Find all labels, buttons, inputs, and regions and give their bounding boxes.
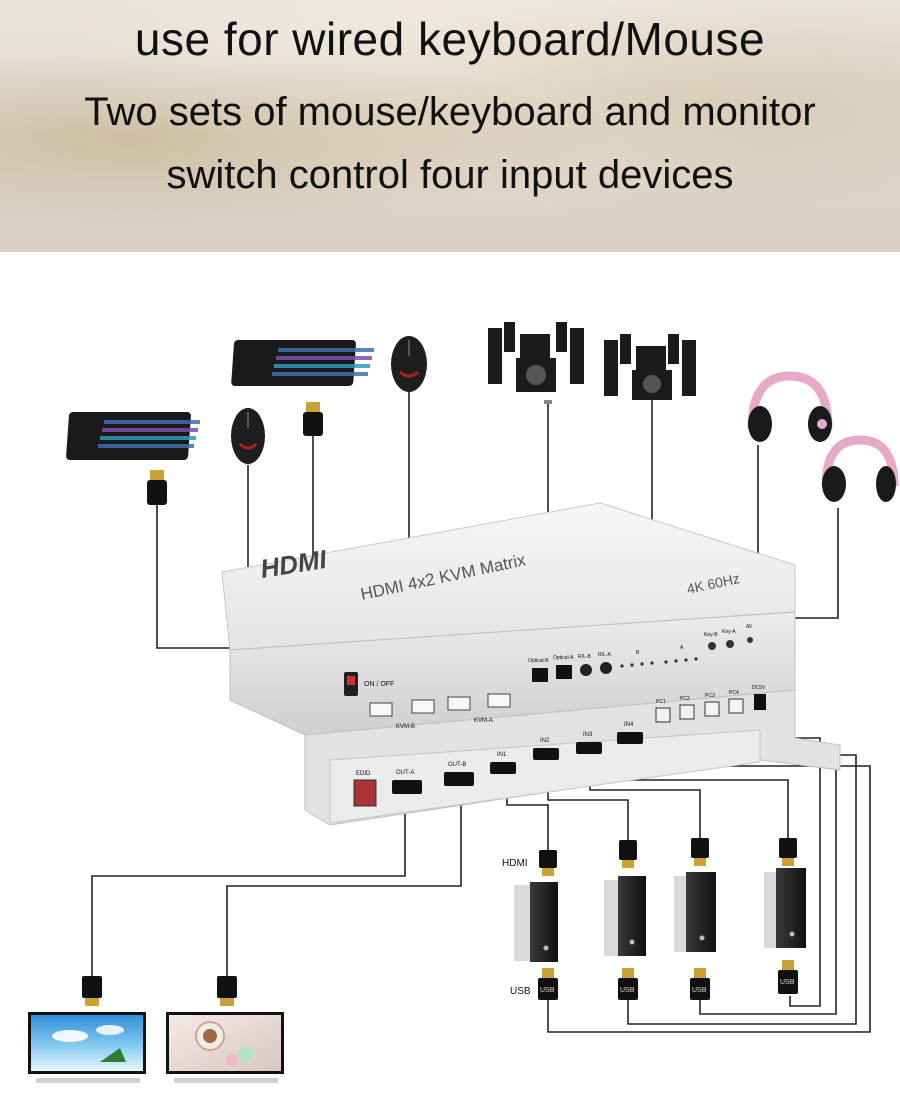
in4-label: IN4 — [624, 722, 634, 728]
kvm-matrix-device: HDMI HDMI 4x2 KVM Matrix 4K 60Hz ON / OF… — [221, 502, 841, 826]
usb-plug-icon: USB — [778, 960, 798, 994]
hdmi-label: HDMI — [502, 858, 528, 869]
in3-label: IN3 — [583, 732, 593, 738]
speaker-system-icon — [488, 322, 584, 404]
subheadline-1: Two sets of mouse/keyboard and monitor — [84, 90, 816, 134]
subheadline-2: switch control four input devices — [166, 153, 734, 197]
out-a-port[interactable] — [392, 780, 422, 794]
matrix-top-face — [221, 502, 796, 651]
out-a-label: OUT-A — [396, 770, 414, 776]
pc3-usb-port[interactable] — [704, 701, 720, 717]
header-banner: use for wired keyboard/Mouse Two sets of… — [0, 0, 900, 252]
usb-port-kvm-a-2[interactable] — [487, 693, 511, 708]
out-b-port[interactable] — [444, 772, 474, 786]
audio-a-jack[interactable] — [600, 662, 612, 674]
pc1-usb-port[interactable] — [655, 707, 671, 723]
audio-b-jack[interactable] — [580, 664, 592, 676]
optical-b-label: Optical-B — [528, 658, 549, 664]
in2-port[interactable] — [533, 748, 559, 760]
pc2-usb-port[interactable] — [679, 704, 695, 720]
optical-b-port[interactable] — [532, 668, 548, 682]
hdmi-plug-icon — [217, 976, 237, 1006]
pc-tower-icon — [514, 882, 558, 962]
pc4-label: PC4 — [729, 690, 739, 696]
power-switch-label: ON / OFF — [364, 681, 394, 688]
mouse-icon — [391, 336, 427, 392]
pc2-label: PC2 — [680, 696, 690, 702]
pc-tower-icon — [604, 876, 646, 956]
usb-port-kvm-b-2[interactable] — [411, 699, 435, 714]
edid-switch[interactable] — [353, 779, 377, 807]
usb-label: USB — [510, 986, 531, 997]
speaker-system-icon — [604, 334, 696, 400]
usb-plug-icon: USB — [690, 968, 710, 1000]
key-a-button[interactable] — [726, 640, 734, 648]
headline: use for wired keyboard/Mouse — [134, 13, 766, 65]
in4-port[interactable] — [617, 732, 643, 744]
cable-out-a — [91, 795, 406, 985]
pc-tower-icon — [764, 868, 806, 948]
in2-label: IN2 — [540, 738, 550, 744]
optical-a-label: Optical-A — [553, 655, 574, 661]
optical-a-port[interactable] — [556, 665, 572, 679]
all-label: All — [746, 624, 752, 630]
kvm-a-ports: KVM-A — [447, 693, 511, 724]
keyboard-icon — [66, 412, 200, 460]
all-button[interactable] — [747, 637, 753, 643]
key-a-label: Key-A — [722, 629, 736, 635]
usb-plug-icon — [147, 470, 167, 505]
group-b-label: B — [636, 650, 640, 656]
usb-plug-label: USB — [780, 979, 795, 986]
kvm-a-label: KVM-A — [474, 718, 493, 724]
usb-plug-label: USB — [620, 987, 635, 994]
out-b-label: OUT-B — [448, 762, 466, 768]
audio-a-label: R/L-A — [598, 652, 611, 658]
kvm-b-ports: KVM-B — [369, 699, 435, 730]
audio-b-label: R/L-B — [578, 654, 591, 660]
usb-port-kvm-b-1[interactable] — [369, 702, 393, 717]
cable-out-b — [226, 795, 462, 985]
in1-label: IN1 — [497, 752, 507, 758]
usb-plug-icon: USB — [538, 968, 558, 1000]
pc3-label: PC3 — [705, 693, 715, 699]
headphones-icon — [821, 435, 899, 502]
headphones-icon — [747, 371, 833, 442]
mouse-icon — [231, 408, 265, 464]
status-leds — [620, 657, 698, 668]
pc4-usb-port[interactable] — [728, 698, 744, 714]
hdmi-plug-icon — [619, 840, 637, 868]
edid-label: EDID — [356, 771, 371, 777]
hdmi-plug-icon — [691, 838, 709, 866]
in1-port[interactable] — [490, 762, 516, 774]
group-a-label: A — [680, 645, 684, 651]
key-b-label: Key-B — [704, 632, 718, 638]
connection-diagram: HDMI HDMI 4x2 KVM Matrix 4K 60Hz ON / OF… — [28, 322, 899, 1083]
usb-plug-icon — [303, 402, 323, 436]
pc-tower-icon — [674, 872, 716, 952]
usb-plug-icon: USB — [618, 968, 638, 1000]
monitor-icon — [166, 1012, 284, 1083]
key-b-button[interactable] — [708, 642, 716, 650]
matrix-rear-panel — [329, 729, 761, 824]
in3-port[interactable] — [576, 742, 602, 754]
pc1-label: PC1 — [656, 699, 666, 705]
usb-plug-label: USB — [540, 987, 555, 994]
hdmi-plug-icon — [779, 838, 797, 866]
kvm-b-label: KVM-B — [396, 724, 415, 730]
monitor-icon — [28, 1012, 146, 1083]
hdmi-plug-icon — [539, 850, 557, 876]
usb-plug-label: USB — [692, 987, 707, 994]
dc-label: DC5V — [752, 685, 766, 691]
dc-power-port[interactable] — [754, 694, 766, 710]
keyboard-icon — [231, 340, 374, 386]
hdmi-plug-icon — [82, 976, 102, 1006]
usb-port-kvm-a-1[interactable] — [447, 696, 471, 711]
